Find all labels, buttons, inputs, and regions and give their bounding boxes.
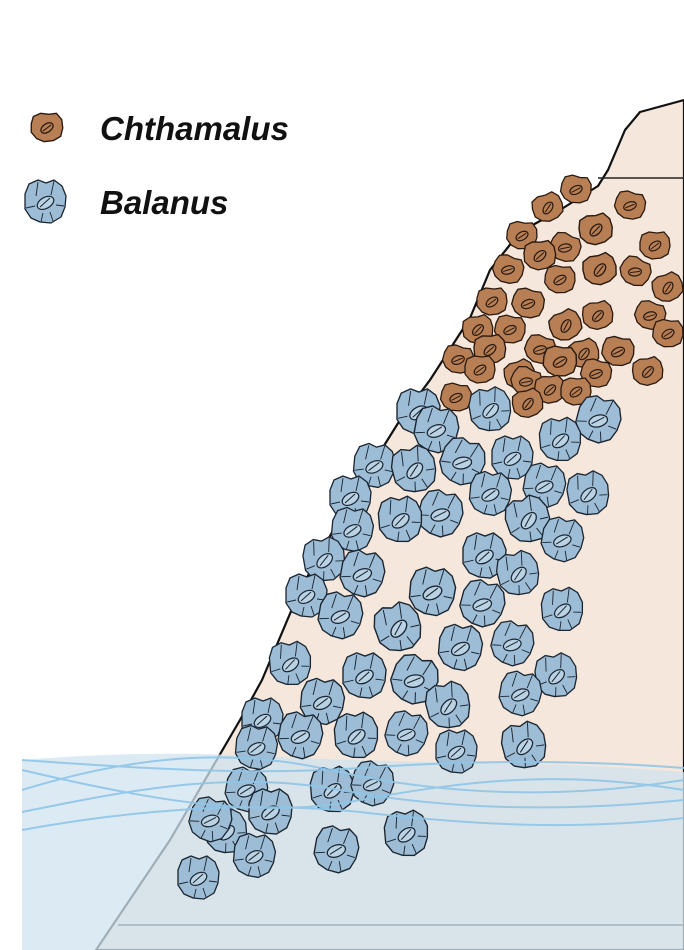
balanus-barnacle	[249, 789, 292, 834]
balanus-barnacle-icon	[25, 180, 66, 223]
chthamalus-barnacle	[465, 356, 495, 383]
legend-label-balanus: Balanus	[100, 184, 228, 221]
chthamalus-barnacle	[640, 232, 670, 259]
balanus-barnacle	[343, 653, 386, 698]
chthamalus-barnacle-icon	[31, 113, 63, 141]
balanus-barnacle	[178, 856, 219, 899]
legend-label-chthamalus: Chthamalus	[100, 110, 289, 147]
balanus-barnacle	[436, 730, 477, 773]
legend: Chthamalus Balanus	[25, 110, 289, 223]
chthamalus-barnacle	[477, 288, 507, 315]
